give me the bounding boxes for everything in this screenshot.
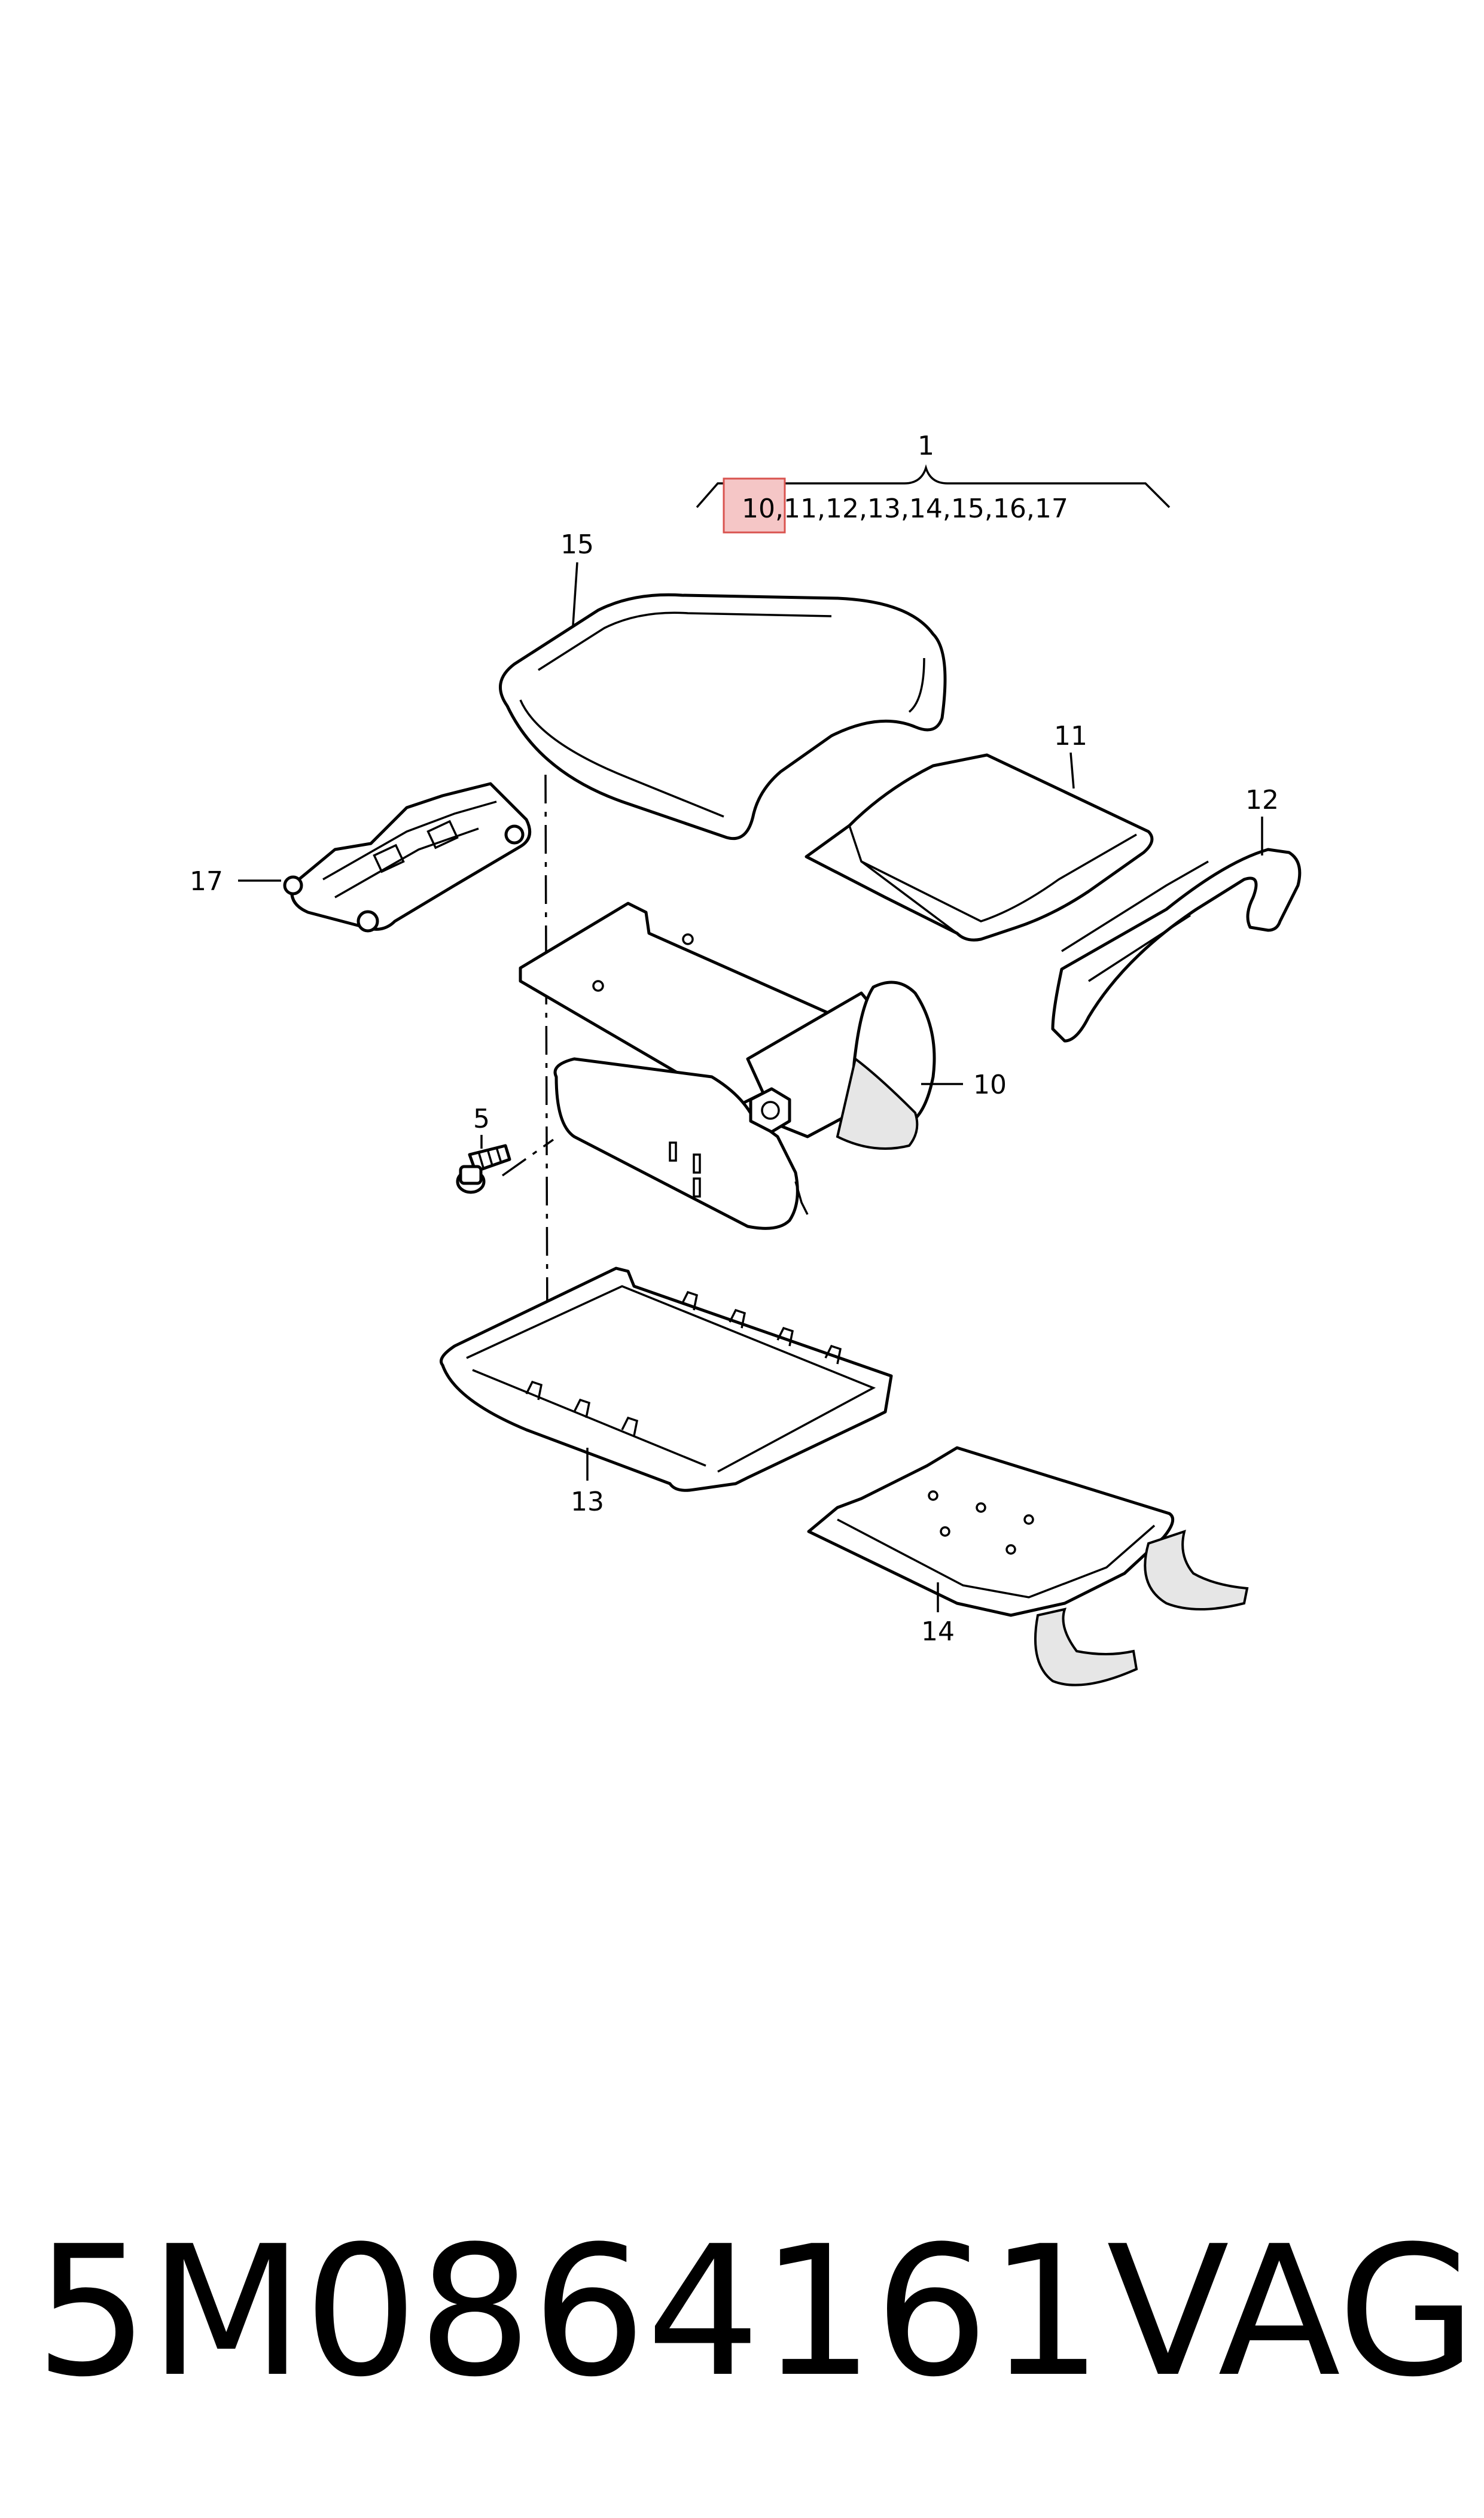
- base-tray-callout: 13: [571, 1487, 604, 1517]
- hex-nut: [749, 1087, 791, 1134]
- armrest-cover-callout: 15: [560, 529, 594, 560]
- assembly-parts-list: 10,11,12,13,14,15,16,17: [742, 494, 1068, 524]
- hinge-pin-top: [504, 824, 525, 845]
- hinge-pin-left: [283, 875, 303, 896]
- base-tray-part: [440, 1266, 893, 1492]
- screw-axis-line: [501, 1138, 554, 1177]
- trim-strip-part: [1051, 848, 1302, 1043]
- highlighted-part-number: 10: [742, 494, 775, 524]
- part-number: 5M0864161: [35, 2208, 1103, 2416]
- bracket-callout: 14: [921, 1616, 955, 1647]
- cushion-pad-leader: [1069, 752, 1075, 789]
- screw-callout: 5: [473, 1104, 490, 1134]
- cushion-pad-part: [805, 753, 1154, 942]
- highlight-box: [723, 477, 786, 534]
- mechanism-callout: 10: [973, 1070, 1007, 1100]
- assembly-parts-rest: ,11,12,13,14,15,16,17: [775, 494, 1068, 524]
- bracket-part: [807, 1446, 1249, 1686]
- assembly-label: 1: [918, 431, 934, 461]
- hinge-part: [283, 782, 532, 933]
- armrest-cover-leader: [572, 562, 578, 626]
- assembly-bracket: 1 10,11,12,13,14,15,16,17: [696, 431, 1171, 534]
- exploded-parts-diagram: 1 10,11,12,13,14,15,16,17 15 11: [190, 431, 1302, 1686]
- hinge-pin-right: [356, 910, 379, 933]
- armrest-cover-part: [498, 593, 947, 840]
- assembly-axis-line: [544, 774, 548, 1335]
- trim-strip-callout: 12: [1245, 785, 1279, 815]
- brand-name: VAG: [1107, 2208, 1477, 2416]
- mechanism-part: [519, 902, 936, 1230]
- cushion-pad-callout: 11: [1054, 721, 1087, 751]
- screw-part: [456, 1144, 511, 1194]
- hinge-callout: 17: [190, 866, 223, 897]
